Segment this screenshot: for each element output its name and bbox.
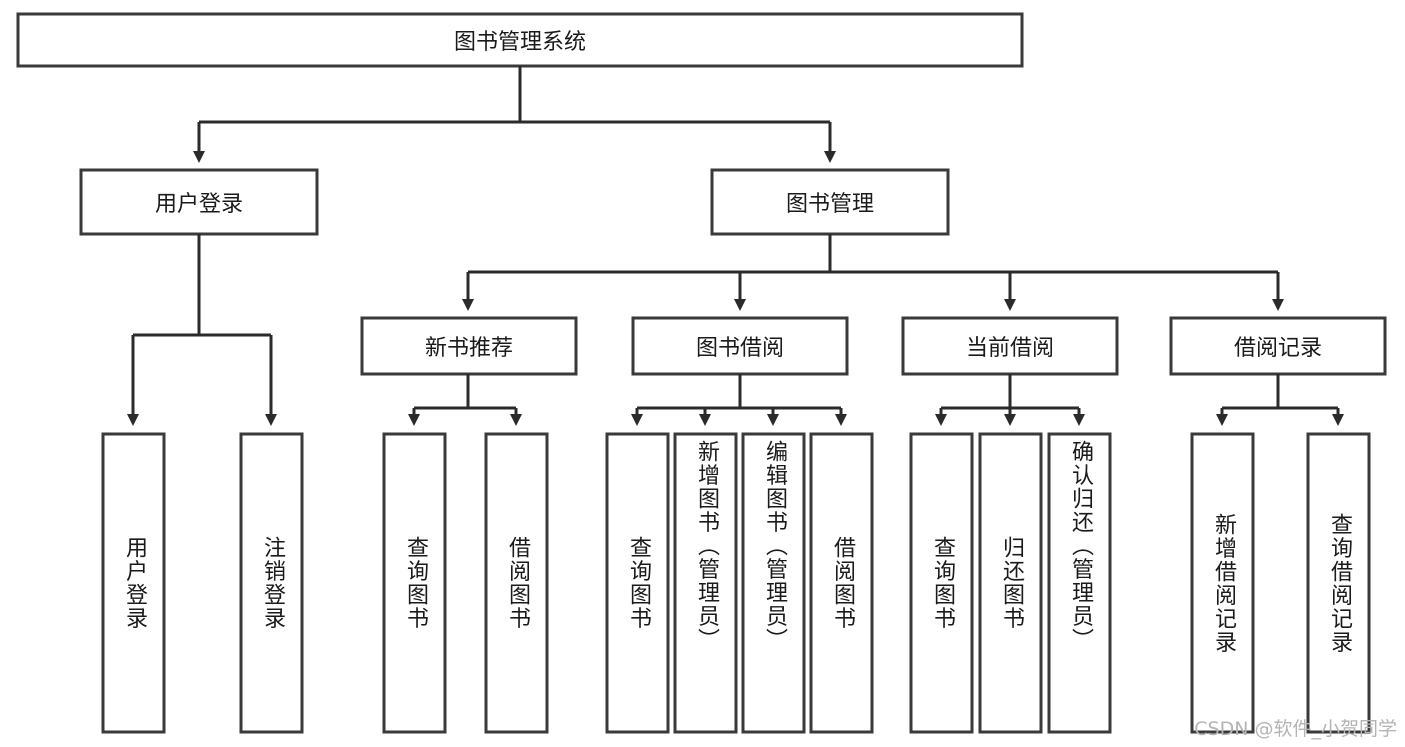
node-box-leaf-edit-book[interactable] [741,432,806,734]
node-box-leaf-query-book-1[interactable] [382,432,447,734]
node-box-leaf-query-book-2[interactable] [605,432,670,734]
node-box-leaf-borrow-book-1[interactable] [484,432,549,734]
node-box-leaf-user-login[interactable] [101,432,166,734]
node-box-leaf-add-record[interactable] [1190,432,1255,734]
node-box-leaf-return-book[interactable] [978,432,1043,734]
node-box-leaf-confirm-return[interactable] [1047,432,1112,734]
node-box-new-book-rec[interactable] [360,316,578,376]
node-box-borrow-record[interactable] [1169,316,1387,376]
node-box-leaf-logout[interactable] [239,432,304,734]
node-box-current-borrow[interactable] [901,316,1119,376]
node-box-leaf-query-book-3[interactable] [909,432,974,734]
csdn-watermark: CSDN @软件_小贺同学 [1194,718,1397,740]
node-box-leaf-add-book[interactable] [673,432,738,734]
node-box-book-manage[interactable] [710,168,950,236]
node-box-root[interactable] [16,12,1024,68]
node-box-leaf-query-record[interactable] [1306,432,1371,734]
node-box-book-borrow[interactable] [631,316,849,376]
node-box-user-login[interactable] [79,168,319,236]
node-box-leaf-borrow-book-2[interactable] [809,432,874,734]
